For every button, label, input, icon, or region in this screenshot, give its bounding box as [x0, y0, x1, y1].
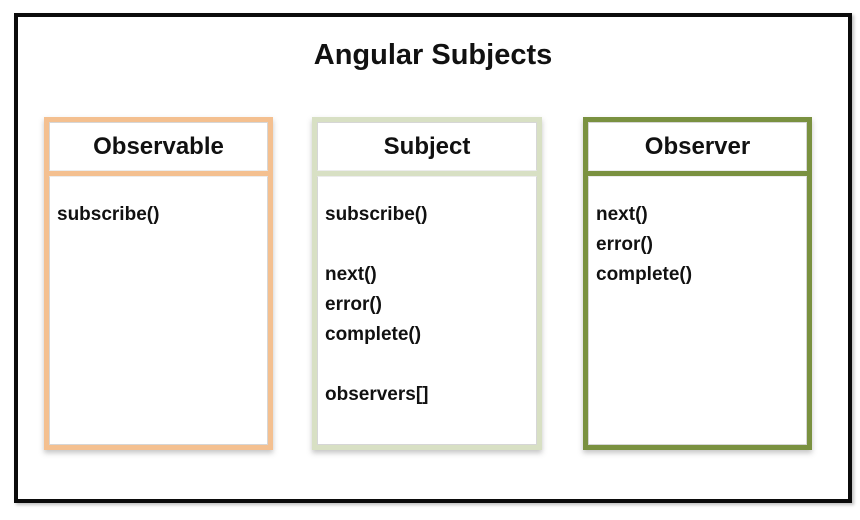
class-box-body: subscribe() next() error() complete() ob…: [317, 176, 537, 445]
class-name-observer: Observer: [644, 132, 751, 160]
method-line: next(): [325, 264, 377, 285]
method-line: complete(): [325, 324, 422, 345]
method-line: observers[]: [325, 384, 429, 405]
class-box-body: subscribe(): [49, 176, 268, 445]
class-box-header: Observer: [588, 122, 807, 171]
method-line: error(): [596, 234, 654, 255]
method-line: error(): [325, 294, 383, 315]
method-line-blank: [325, 230, 528, 260]
diagram-title: Angular Subjects: [313, 39, 553, 71]
class-box-header: Observable: [49, 122, 268, 171]
class-name-subject: Subject: [383, 132, 471, 160]
class-box-header: Subject: [317, 122, 537, 171]
method-line: subscribe(): [325, 204, 428, 225]
class-box-subject: Subject subscribe() next() error() compl…: [312, 117, 542, 450]
diagram-frame: Angular Subjects Observable subscribe() …: [14, 13, 852, 503]
class-box-observable: Observable subscribe(): [44, 117, 273, 450]
method-line-blank: [325, 350, 528, 380]
method-line: complete(): [596, 264, 693, 285]
method-line: next(): [596, 204, 648, 225]
class-name-observable: Observable: [93, 132, 224, 160]
method-line: subscribe(): [57, 204, 160, 225]
class-box-body: next() error() complete(): [588, 176, 807, 445]
class-box-observer: Observer next() error() complete(): [583, 117, 812, 450]
